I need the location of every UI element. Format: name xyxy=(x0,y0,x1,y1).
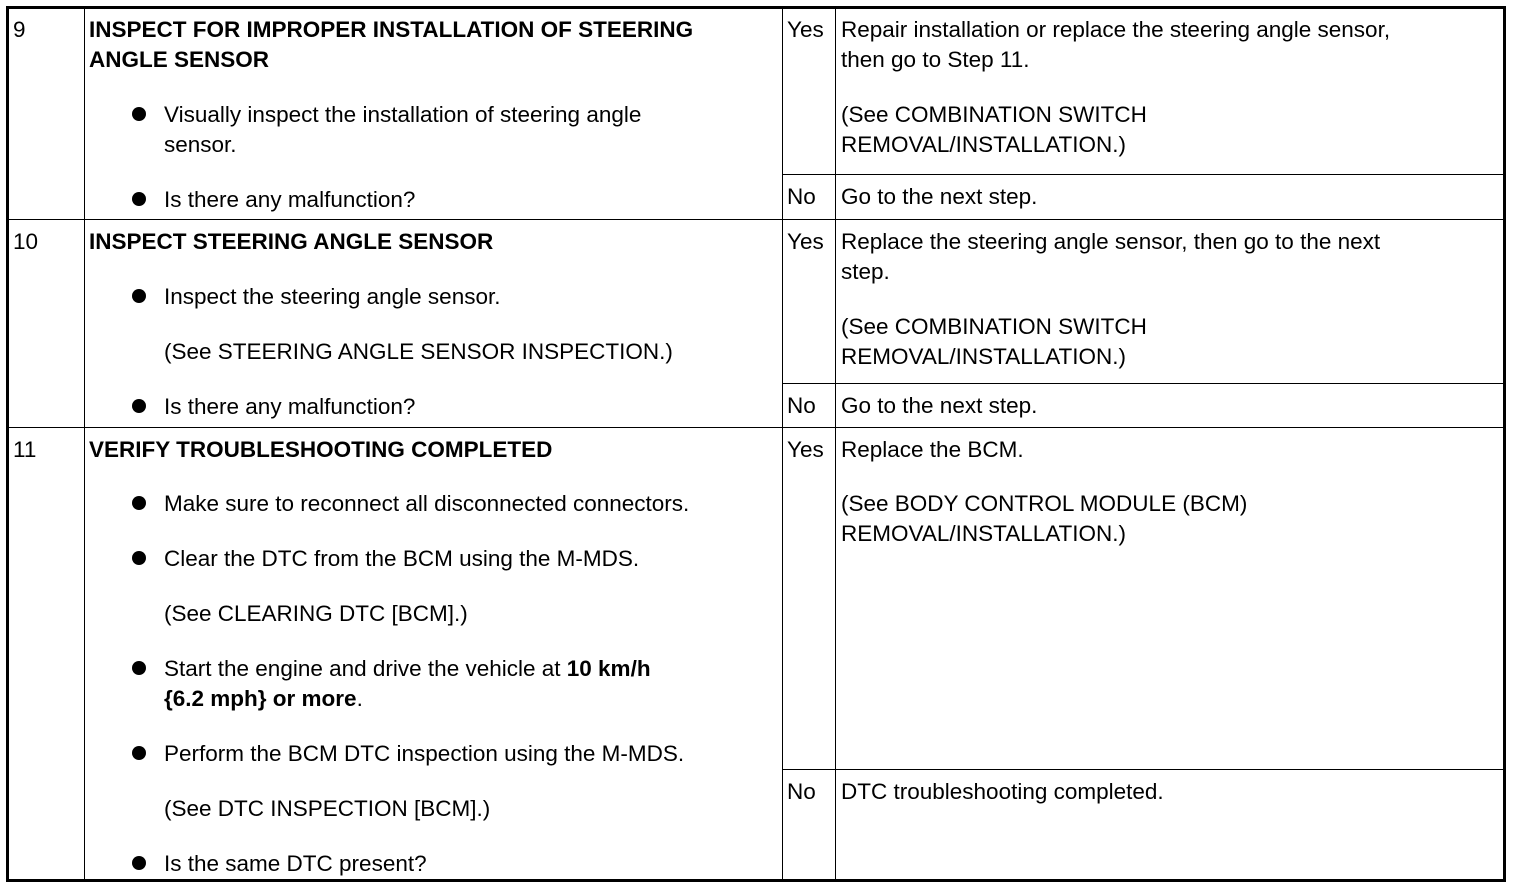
bullet-text: {6.2 mph} or more. xyxy=(164,684,363,714)
bullet-reference: (See STEERING ANGLE SENSOR INSPECTION.) xyxy=(164,339,673,364)
step-title: INSPECT STEERING ANGLE SENSOR xyxy=(89,229,494,254)
yes-action: then go to Step 11. xyxy=(841,47,1030,72)
bullet-icon xyxy=(132,107,146,121)
bullet-icon xyxy=(132,399,146,413)
yes-label: Yes xyxy=(787,17,824,42)
yes-reference: REMOVAL/INSTALLATION.) xyxy=(841,521,1127,546)
speed-value: 10 km/h xyxy=(566,656,651,681)
yes-no-divider xyxy=(782,174,1503,175)
bullet-icon xyxy=(132,289,146,303)
speed-value-mph: {6.2 mph} or more xyxy=(164,686,357,711)
bullet-text: Make sure to reconnect all disconnected … xyxy=(164,491,690,516)
step-title: INSPECT FOR IMPROPER INSTALLATION OF STE… xyxy=(89,17,694,42)
step-number: 9 xyxy=(13,17,26,42)
bullet-icon xyxy=(132,551,146,565)
yes-reference: (See COMBINATION SWITCH xyxy=(841,102,1147,127)
bullet-icon xyxy=(132,192,146,206)
yes-label: Yes xyxy=(787,437,824,462)
step-title: VERIFY TROUBLESHOOTING COMPLETED xyxy=(89,437,553,462)
bullet-text: Start the engine and drive the vehicle a… xyxy=(164,654,651,684)
yes-label: Yes xyxy=(787,229,824,254)
bullet-text: Clear the DTC from the BCM using the M-M… xyxy=(164,546,640,571)
bullet-text: Perform the BCM DTC inspection using the… xyxy=(164,741,685,766)
yes-reference: REMOVAL/INSTALLATION.) xyxy=(841,132,1127,157)
bullet-text: Is there any malfunction? xyxy=(164,394,416,419)
yes-reference: REMOVAL/INSTALLATION.) xyxy=(841,344,1127,369)
bullet-text: Is there any malfunction? xyxy=(164,187,416,212)
row-divider xyxy=(9,427,1503,428)
no-action: DTC troubleshooting completed. xyxy=(841,779,1164,804)
bullet-text: sensor. xyxy=(164,132,237,157)
bullet-text: Is the same DTC present? xyxy=(164,851,427,876)
yes-action: Replace the steering angle sensor, then … xyxy=(841,229,1381,254)
step-number: 10 xyxy=(13,229,39,254)
step-title: ANGLE SENSOR xyxy=(89,47,270,72)
bullet-text-plain: . xyxy=(356,686,363,711)
column-divider xyxy=(84,9,85,879)
bullet-reference: (See CLEARING DTC [BCM].) xyxy=(164,601,468,626)
bullet-icon xyxy=(132,856,146,870)
no-label: No xyxy=(787,184,816,209)
yes-no-divider xyxy=(782,769,1503,770)
column-divider xyxy=(782,9,783,879)
bullet-reference: (See DTC INSPECTION [BCM].) xyxy=(164,796,491,821)
yes-reference: (See COMBINATION SWITCH xyxy=(841,314,1147,339)
bullet-text: Visually inspect the installation of ste… xyxy=(164,102,642,127)
bullet-icon xyxy=(132,661,146,675)
step-number: 11 xyxy=(13,437,37,462)
yes-no-divider xyxy=(782,383,1503,384)
bullet-icon xyxy=(132,496,146,510)
yes-action: step. xyxy=(841,259,890,284)
yes-action: Replace the BCM. xyxy=(841,437,1024,462)
yes-reference: (See BODY CONTROL MODULE (BCM) xyxy=(841,491,1248,516)
row-divider xyxy=(9,219,1503,220)
column-divider xyxy=(835,9,836,879)
bullet-text-plain: Start the engine and drive the vehicle a… xyxy=(164,656,567,681)
no-action: Go to the next step. xyxy=(841,393,1038,418)
yes-action: Repair installation or replace the steer… xyxy=(841,17,1391,42)
no-action: Go to the next step. xyxy=(841,184,1038,209)
no-label: No xyxy=(787,779,816,804)
bullet-icon xyxy=(132,746,146,760)
bullet-text: Inspect the steering angle sensor. xyxy=(164,284,501,309)
troubleshooting-table: 9 INSPECT FOR IMPROPER INSTALLATION OF S… xyxy=(6,6,1506,882)
no-label: No xyxy=(787,393,816,418)
